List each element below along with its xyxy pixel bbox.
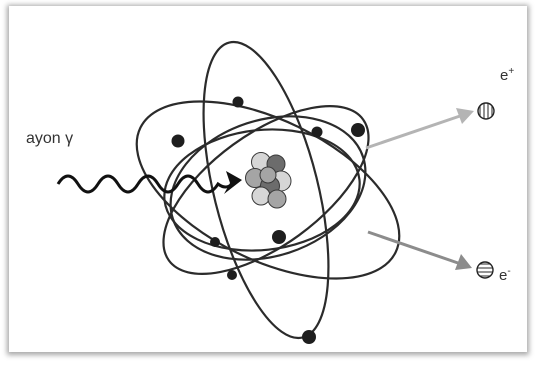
positron-arrow-icon xyxy=(366,108,474,148)
positron-label: e+ xyxy=(500,66,514,84)
electron-dot xyxy=(233,97,244,108)
electron-icon xyxy=(475,262,495,278)
nucleus xyxy=(246,153,292,209)
electron-label: e- xyxy=(499,266,511,284)
electron-dot xyxy=(172,135,185,148)
electron-dot xyxy=(227,270,237,280)
electron-dot xyxy=(302,330,316,344)
electrons xyxy=(172,97,366,345)
electron-dot xyxy=(210,237,220,247)
electron-sign: - xyxy=(507,266,510,277)
electron-dot xyxy=(272,230,286,244)
electron-dot xyxy=(351,123,365,137)
positron-sign: + xyxy=(508,66,514,77)
positron-icon xyxy=(478,100,494,122)
electron-dot xyxy=(312,127,323,138)
electron-arrow-icon xyxy=(368,232,472,270)
gamma-ray-label: ayon γ xyxy=(26,130,73,148)
